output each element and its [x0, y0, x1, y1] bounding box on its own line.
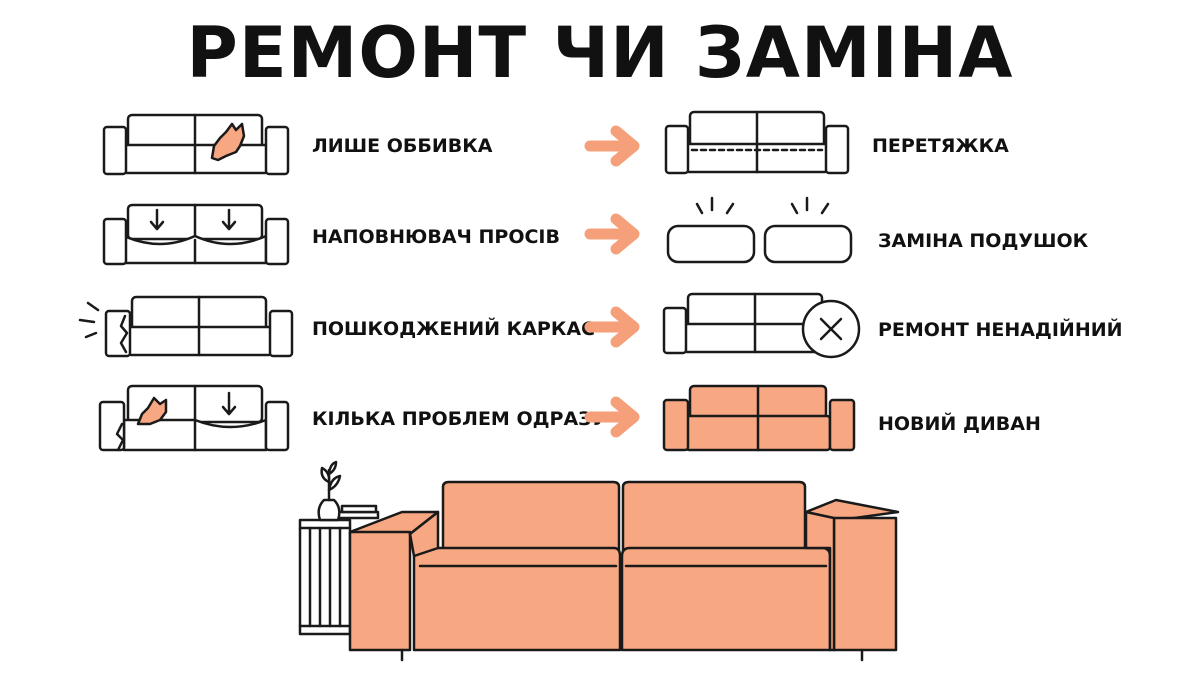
sofa-broken-frame-icon — [78, 295, 294, 358]
solution-label-reupholstery: ПЕРЕТЯЖКА — [872, 135, 1009, 157]
problem-label-upholstery: ЛИШЕ ОББИВКА — [312, 135, 493, 157]
arrow-right-icon-row1 — [584, 125, 640, 167]
sofa-reupholstered-icon — [664, 110, 850, 175]
sofa-sagging-cushions-icon — [102, 203, 290, 266]
problem-label-filling: НАПОВНЮВАЧ ПРОСІВ — [312, 226, 560, 248]
sofa-unreliable-repair-icon — [662, 292, 861, 359]
new-cushions-icon — [666, 196, 853, 264]
sofa-multiple-problems-icon — [98, 384, 290, 452]
solution-label-unreliable: РЕМОНТ НЕНАДІЙНИЙ — [878, 319, 1123, 341]
arrow-right-icon-row4 — [584, 396, 640, 438]
solution-label-cushions: ЗАМІНА ПОДУШОК — [878, 230, 1089, 252]
solution-label-new-sofa: НОВИЙ ДИВАН — [878, 413, 1041, 435]
problem-label-frame: ПОШКОДЖЕНИЙ КАРКАС — [312, 318, 596, 340]
arrow-right-icon-row3 — [584, 306, 640, 348]
sofa-torn-upholstery-icon — [102, 113, 290, 176]
problem-label-multiple: КІЛЬКА ПРОБЛЕМ ОДРАЗУ — [312, 408, 607, 430]
large-sofa-illustration — [348, 480, 900, 662]
new-sofa-icon — [662, 384, 856, 452]
side-table-illustration — [298, 460, 380, 636]
page-title: РЕМОНТ ЧИ ЗАМІНА — [186, 12, 1014, 94]
arrow-right-icon-row2 — [584, 213, 640, 255]
